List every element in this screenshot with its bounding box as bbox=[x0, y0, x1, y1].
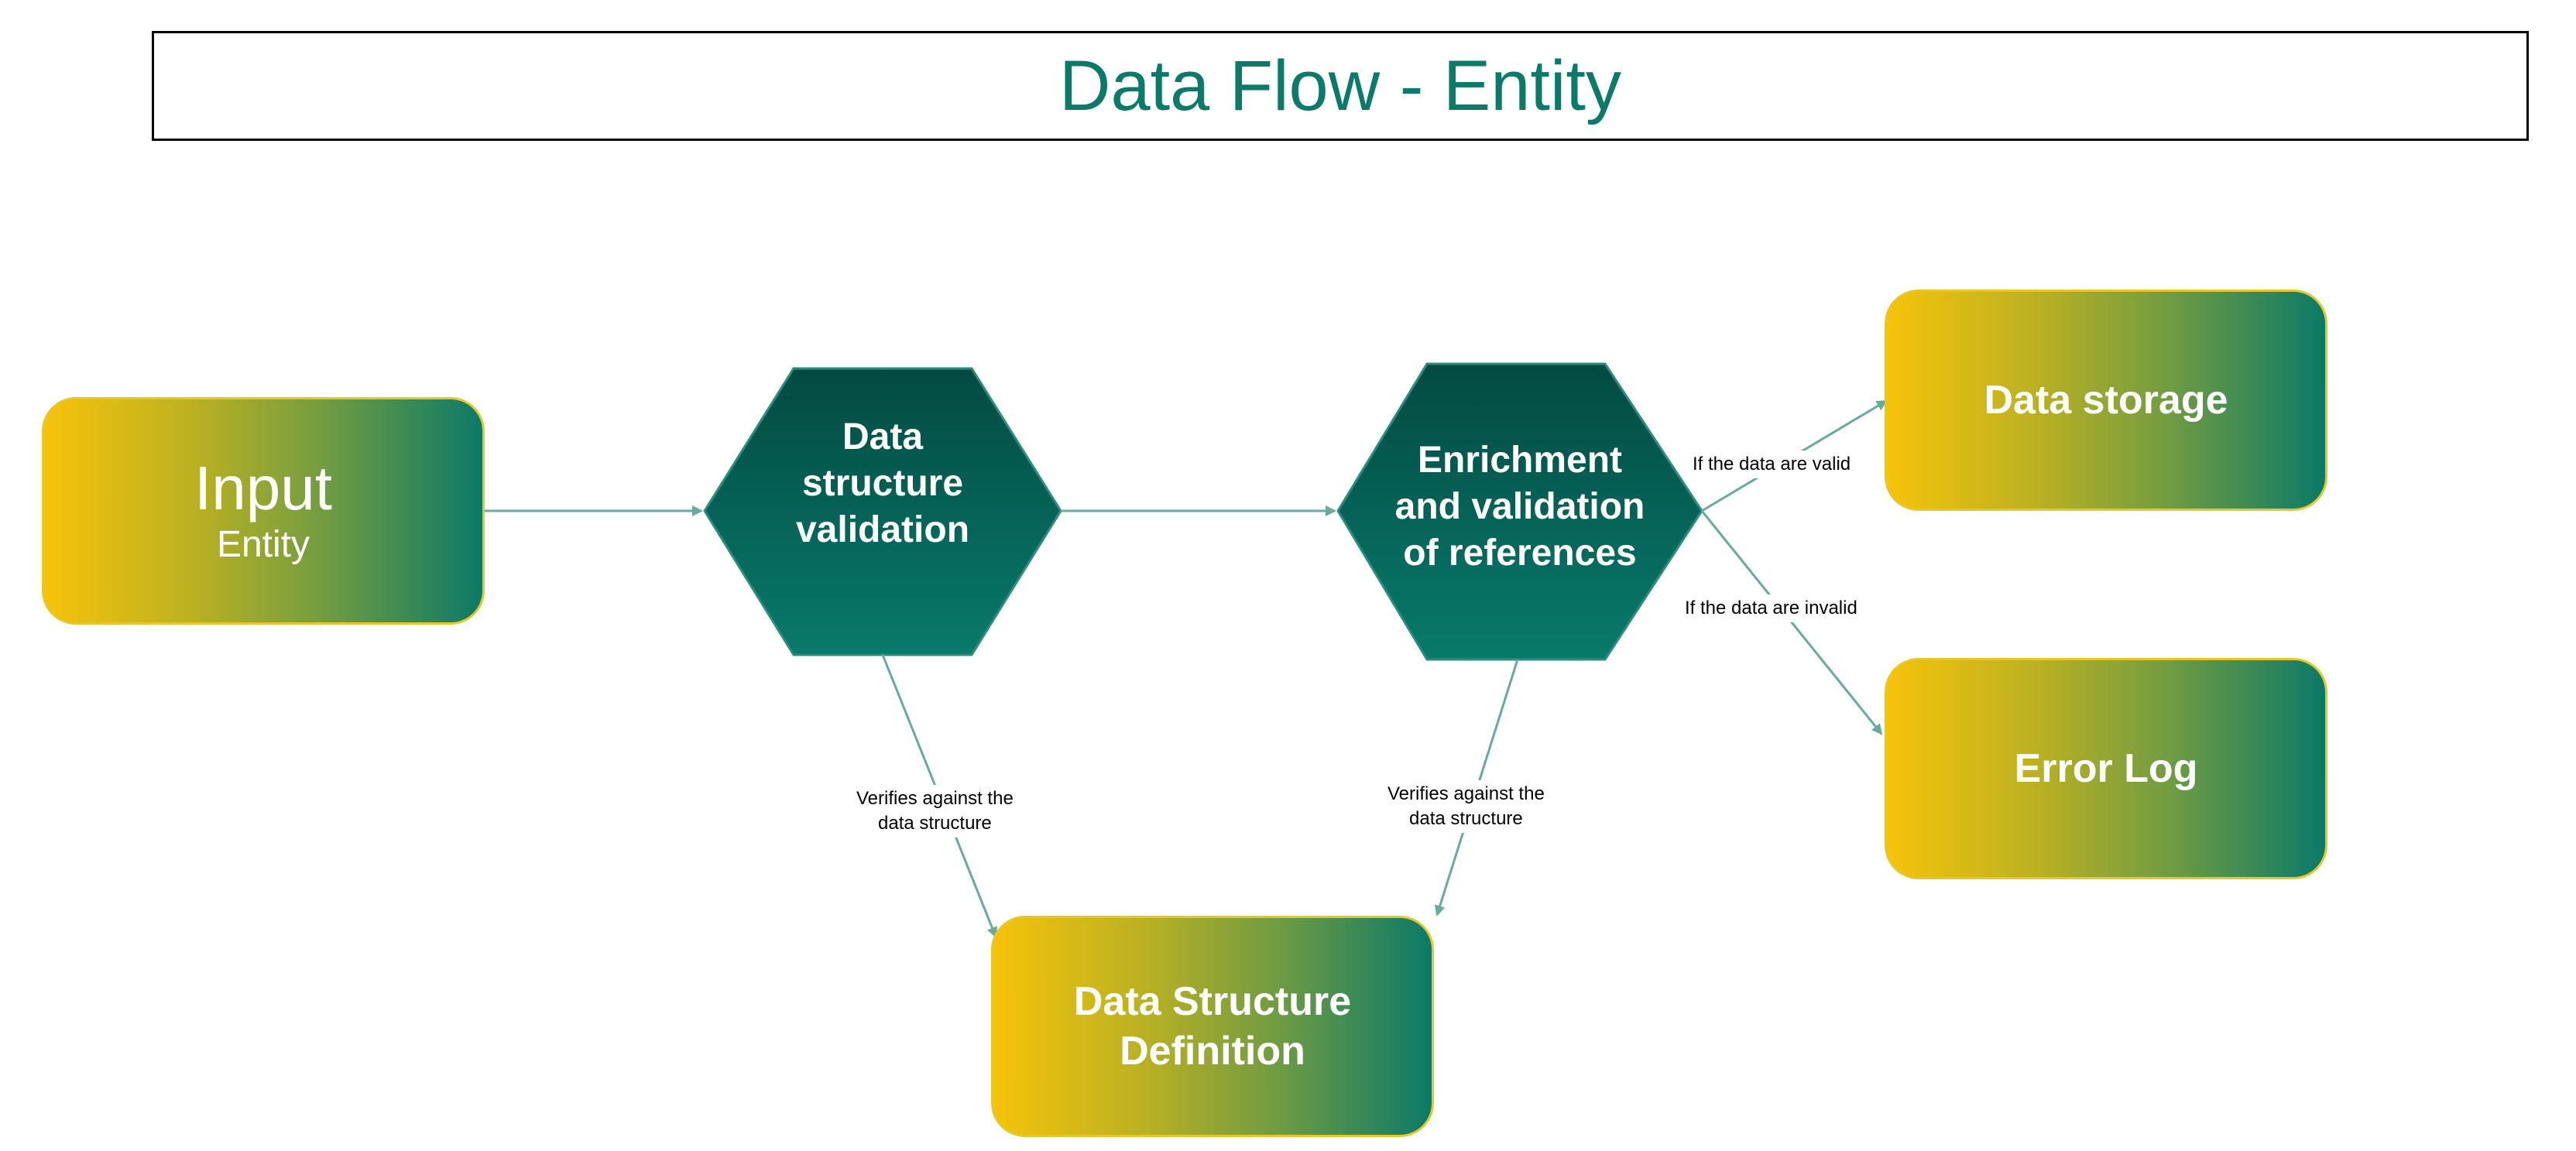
structure-validation-label: Data structure validation bbox=[795, 416, 970, 550]
data-storage-label: Data storage bbox=[1984, 378, 2228, 423]
enrichment-label: Enrichment and validation of references bbox=[1394, 440, 1645, 574]
arrow-enrichment-to-errorlog bbox=[1700, 510, 1883, 735]
data-storage-box: Data storage bbox=[1885, 289, 2327, 511]
edge-label-verifies-left: Verifies against the data structure bbox=[852, 785, 1018, 838]
edge-label-valid: If the data are valid bbox=[1688, 450, 1856, 478]
error-log-label: Error Log bbox=[2014, 746, 2198, 791]
edge-label-verifies-right: Verifies against the data structure bbox=[1383, 780, 1549, 833]
edge-label-invalid: If the data are invalid bbox=[1680, 594, 1862, 622]
title-box: Data Flow - Entity bbox=[152, 31, 2529, 141]
diagram-title: Data Flow - Entity bbox=[1059, 46, 1621, 125]
input-label: Input bbox=[194, 454, 332, 522]
entity-label: Entity bbox=[216, 524, 310, 565]
input-entity-box: Input Entity bbox=[42, 397, 485, 625]
error-log-box: Error Log bbox=[1885, 658, 2327, 879]
data-structure-definition-box: Data Structure Definition bbox=[991, 916, 1434, 1137]
data-structure-definition-label: Data Structure Definition bbox=[1073, 979, 1352, 1074]
